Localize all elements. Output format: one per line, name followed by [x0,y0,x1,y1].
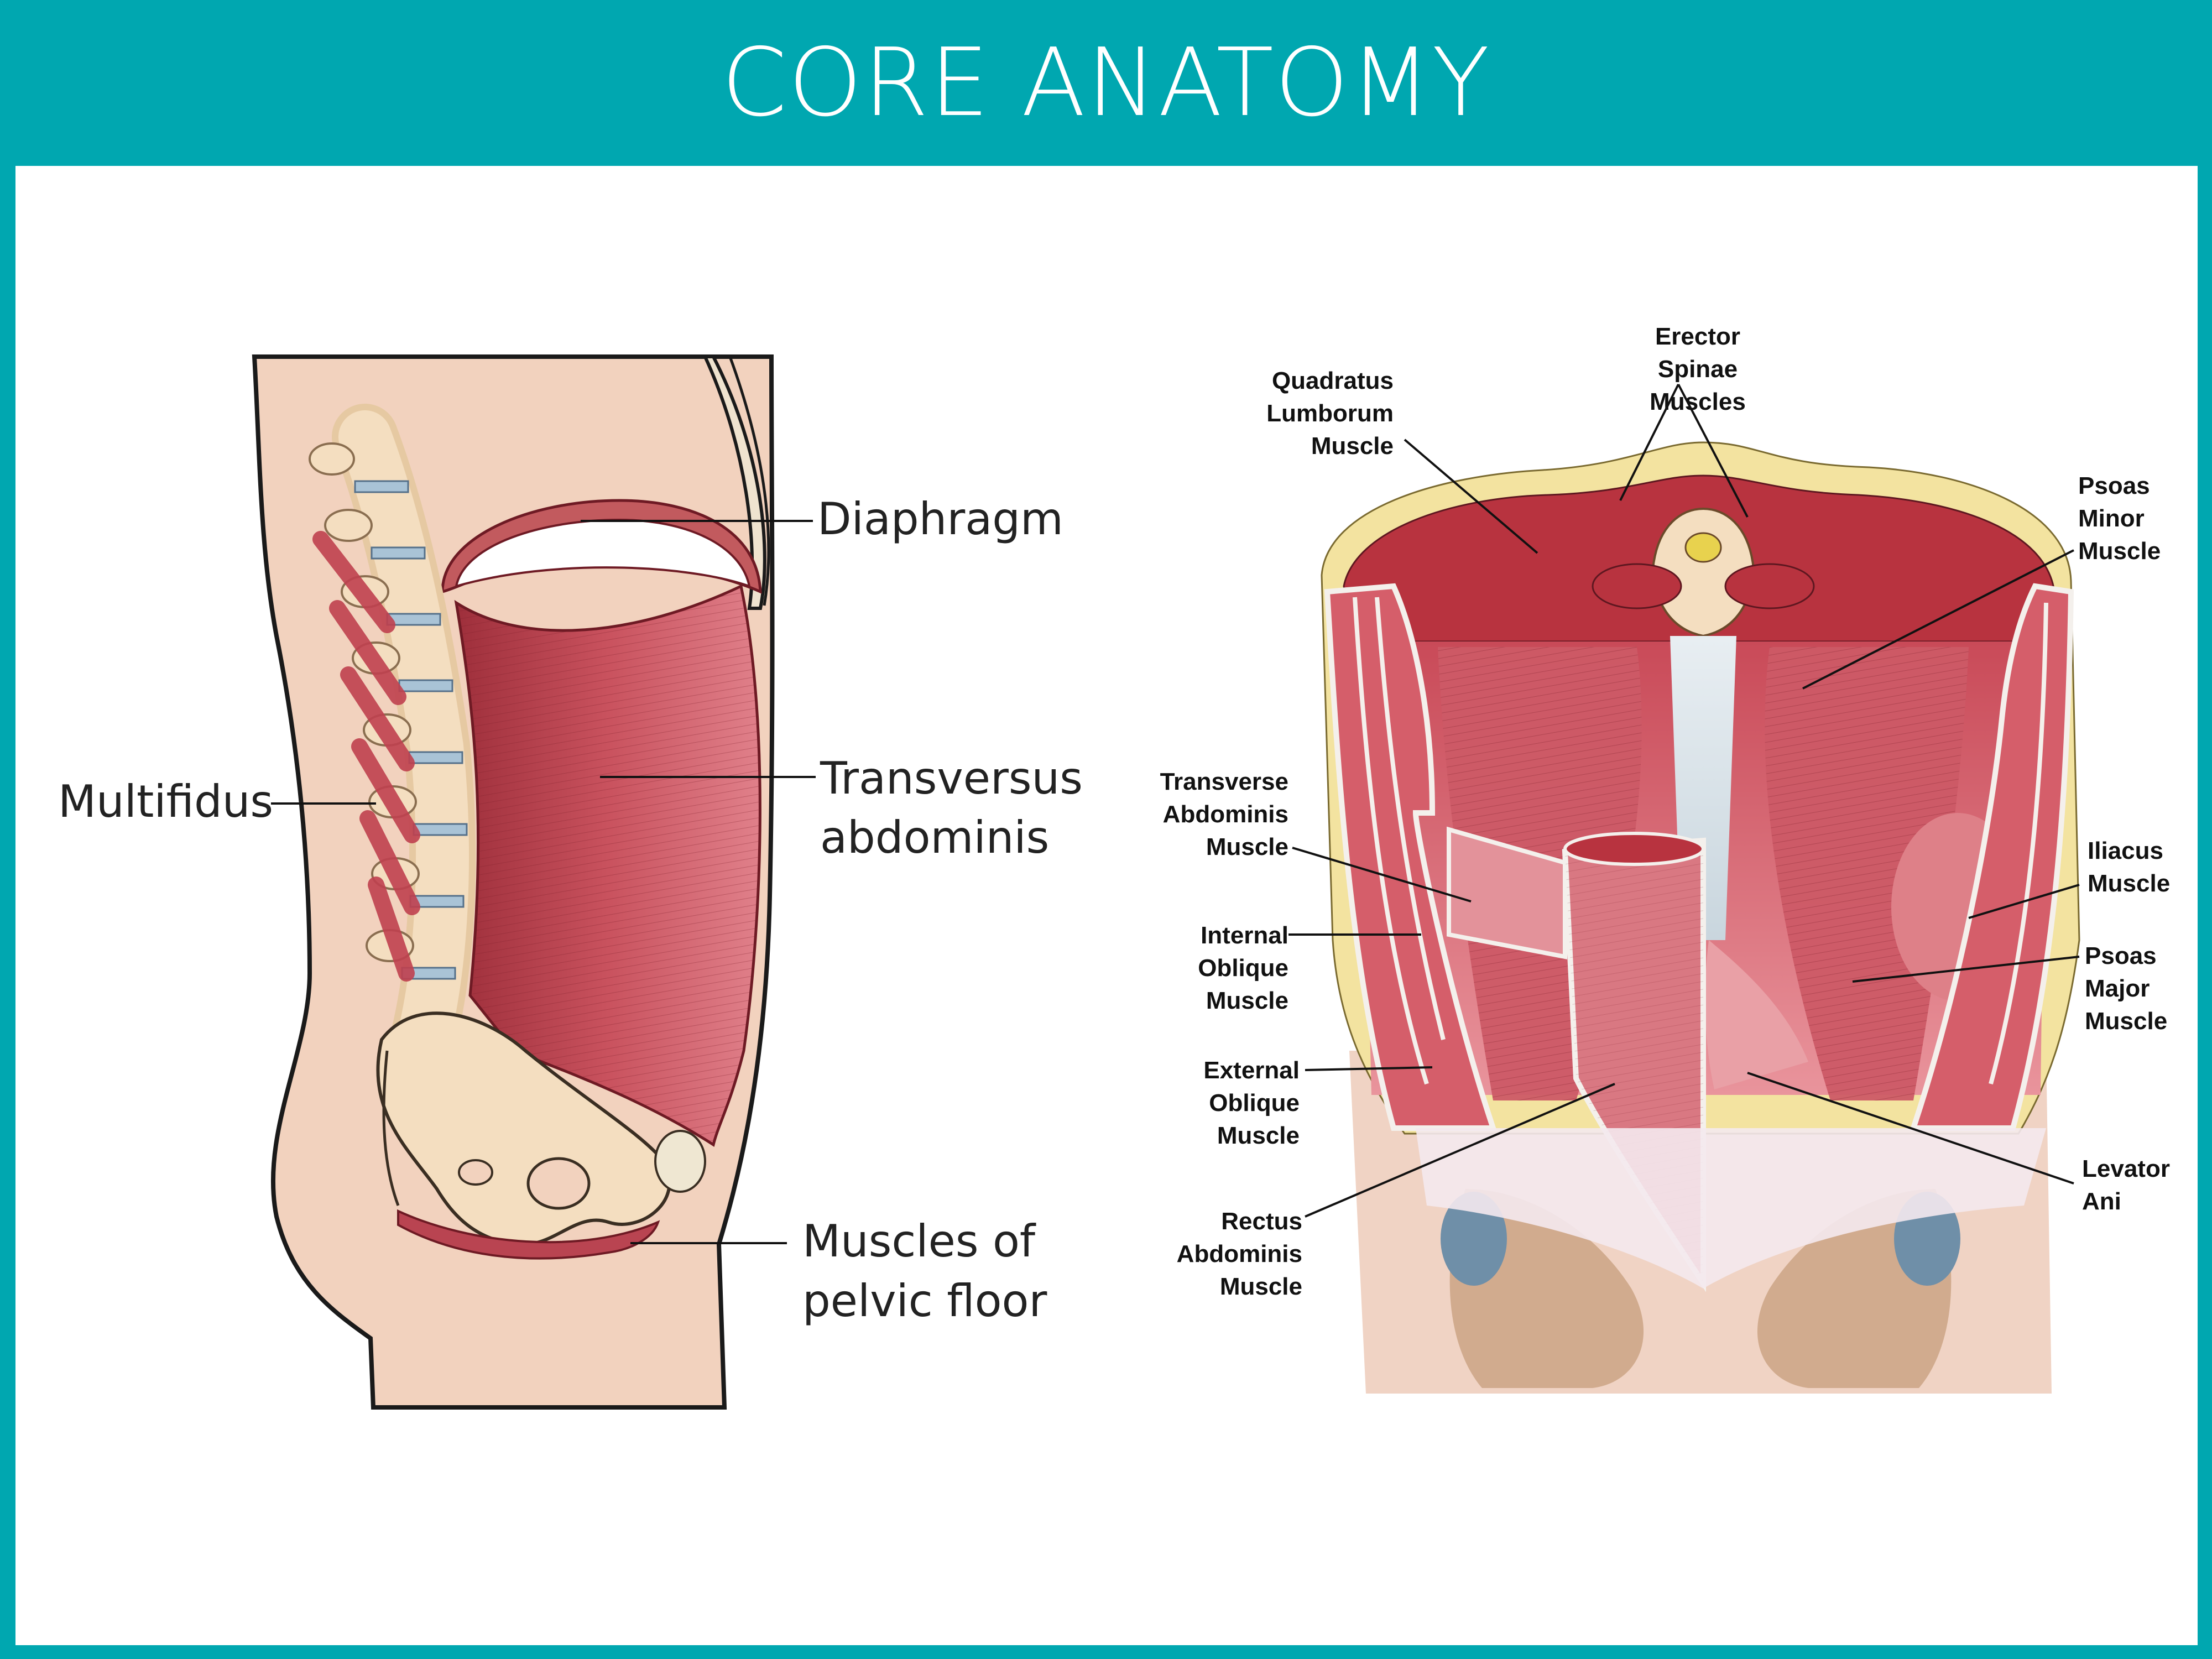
rectus-label-3: Muscle [1220,1273,1302,1300]
pelvic-floor-muscle [397,1209,660,1260]
pelvic-floor-label-line1: Muscles of [802,1215,1036,1267]
side-view-diagram: Diaphragm Transversus abdominis Multifid… [58,354,1083,1410]
vertebra-section [1592,507,1815,638]
internal-oblique-label-2: Oblique [1198,954,1288,982]
cutaway-diagram: Erector Spinae Muscles Quadratus Lumboru… [1160,323,2171,1394]
pelvis-bone [376,1011,706,1246]
leader-lines [1288,384,2080,1218]
multifidus-label: Multifidus [58,776,273,827]
internal-oblique-label-3: Muscle [1206,987,1288,1014]
transverse-label-2: Abdominis [1163,801,1288,828]
levator-ani-muscle [1705,940,1808,1089]
psoas-minor-label-3: Muscle [2078,538,2161,565]
content-panel: Diaphragm Transversus abdominis Multifid… [15,166,2198,1645]
intervertebral-disc [371,546,426,560]
transverse-label-3: Muscle [1206,833,1288,860]
rectus-label-2: Abdominis [1177,1240,1302,1267]
levator-label-2: Ani [2082,1188,2121,1215]
multifidus-muscle [312,531,420,982]
external-oblique-label-2: Oblique [1209,1089,1300,1117]
levator-label-1: Levator [2082,1155,2170,1182]
psoas-major-label-3: Muscle [2085,1008,2167,1035]
intervertebral-disc [408,751,463,764]
header-bar: CORE ANATOMY [0,0,2212,166]
erector-label-1: Erector [1655,323,1740,350]
illustrations: Diaphragm Transversus abdominis Multifid… [58,323,2171,1410]
psoas-minor-label-2: Minor [2078,505,2145,532]
erector-label-3: Muscles [1650,388,1746,415]
erector-label-2: Spinae [1658,356,1738,383]
page-title: CORE ANATOMY [721,28,1491,138]
quadratus-label-2: Lumborum [1266,400,1394,427]
quadratus-label-3: Muscle [1311,432,1394,460]
transversus-label-line1: Transversus [820,753,1083,804]
intervertebral-disc [413,823,468,836]
internal-oblique-label-1: Internal [1201,922,1288,949]
intervertebral-disc [398,679,453,692]
iliacus-label-2: Muscle [2088,870,2170,897]
psoas-minor-label-1: Psoas [2078,472,2150,499]
intervertebral-disc [354,480,409,493]
abdominal-layers-right [1910,583,2074,1131]
diaphragm-label: Diaphragm [817,493,1063,545]
quadratus-label-1: Quadratus [1272,367,1394,394]
abdominal-layers-left [1324,583,1497,1131]
lumbar-spine [309,404,476,1084]
rectus-label-1: Rectus [1221,1208,1302,1235]
external-oblique-label-1: External [1203,1057,1300,1084]
psoas-major-label-2: Major [2085,975,2150,1002]
cutaway-labels: Erector Spinae Muscles Quadratus Lumboru… [1160,323,2171,1300]
pelvic-floor-label-line2: pelvic floor [802,1275,1047,1327]
psoas-major-label-1: Psoas [2085,942,2157,969]
external-oblique-label-3: Muscle [1217,1122,1300,1149]
transverse-abdominis-cut [1447,826,1567,959]
iliacus-label-1: Iliacus [2088,837,2163,864]
transversus-label-line2: abdominis [820,812,1049,863]
transverse-label-1: Transverse [1160,768,1288,795]
